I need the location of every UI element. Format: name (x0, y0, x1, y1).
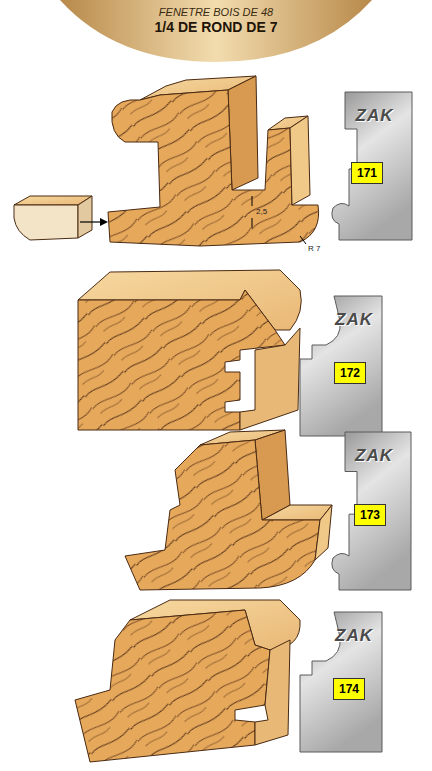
profile-3 (125, 440, 320, 590)
knife-plate: ZAK 172 (300, 296, 382, 436)
brand-label: ZAK (300, 310, 382, 330)
knife-plate: ZAK 173 (327, 432, 411, 590)
profile-side (315, 505, 332, 560)
brand-label: ZAK (327, 106, 412, 126)
profile-side (290, 116, 310, 205)
plate-shape (300, 296, 382, 436)
leader-line (300, 236, 306, 244)
profile-side (255, 640, 290, 745)
brand-label: ZAK (327, 446, 411, 466)
callout-number: 171 (351, 162, 383, 184)
plate-shape (300, 612, 382, 752)
inset-piece (14, 205, 78, 240)
dimension-label: 2,5 (256, 207, 267, 216)
dimension-label: R 7 (308, 244, 320, 253)
callout-number: 171 (354, 166, 380, 180)
callout-number: 173 (354, 504, 386, 526)
subtitle-line: 1/4 DE ROND DE 7 (60, 19, 372, 35)
banner-shape (60, 0, 372, 62)
profile-side (240, 328, 300, 430)
profile-1 (108, 90, 319, 246)
profile-4 (75, 610, 270, 762)
inset-piece (78, 196, 92, 238)
callout-number: 172 (334, 362, 366, 384)
callout-number: 174 (336, 682, 362, 696)
arrowhead (100, 218, 108, 226)
callout-number: 172 (337, 366, 363, 380)
title-line: FENETRE BOIS DE 48 (60, 6, 372, 18)
knife-plate: ZAK 174 (300, 612, 382, 752)
title-banner: FENETRE BOIS DE 481/4 DE ROND DE 7 (60, 0, 372, 62)
profile-2 (78, 290, 285, 430)
knife-plate: ZAK 171 (327, 92, 412, 240)
profile-side (228, 76, 258, 190)
dimension-arrow (252, 196, 253, 228)
callout-number: 173 (357, 508, 383, 522)
brand-label: ZAK (300, 626, 382, 646)
callout-number: 174 (333, 678, 365, 700)
